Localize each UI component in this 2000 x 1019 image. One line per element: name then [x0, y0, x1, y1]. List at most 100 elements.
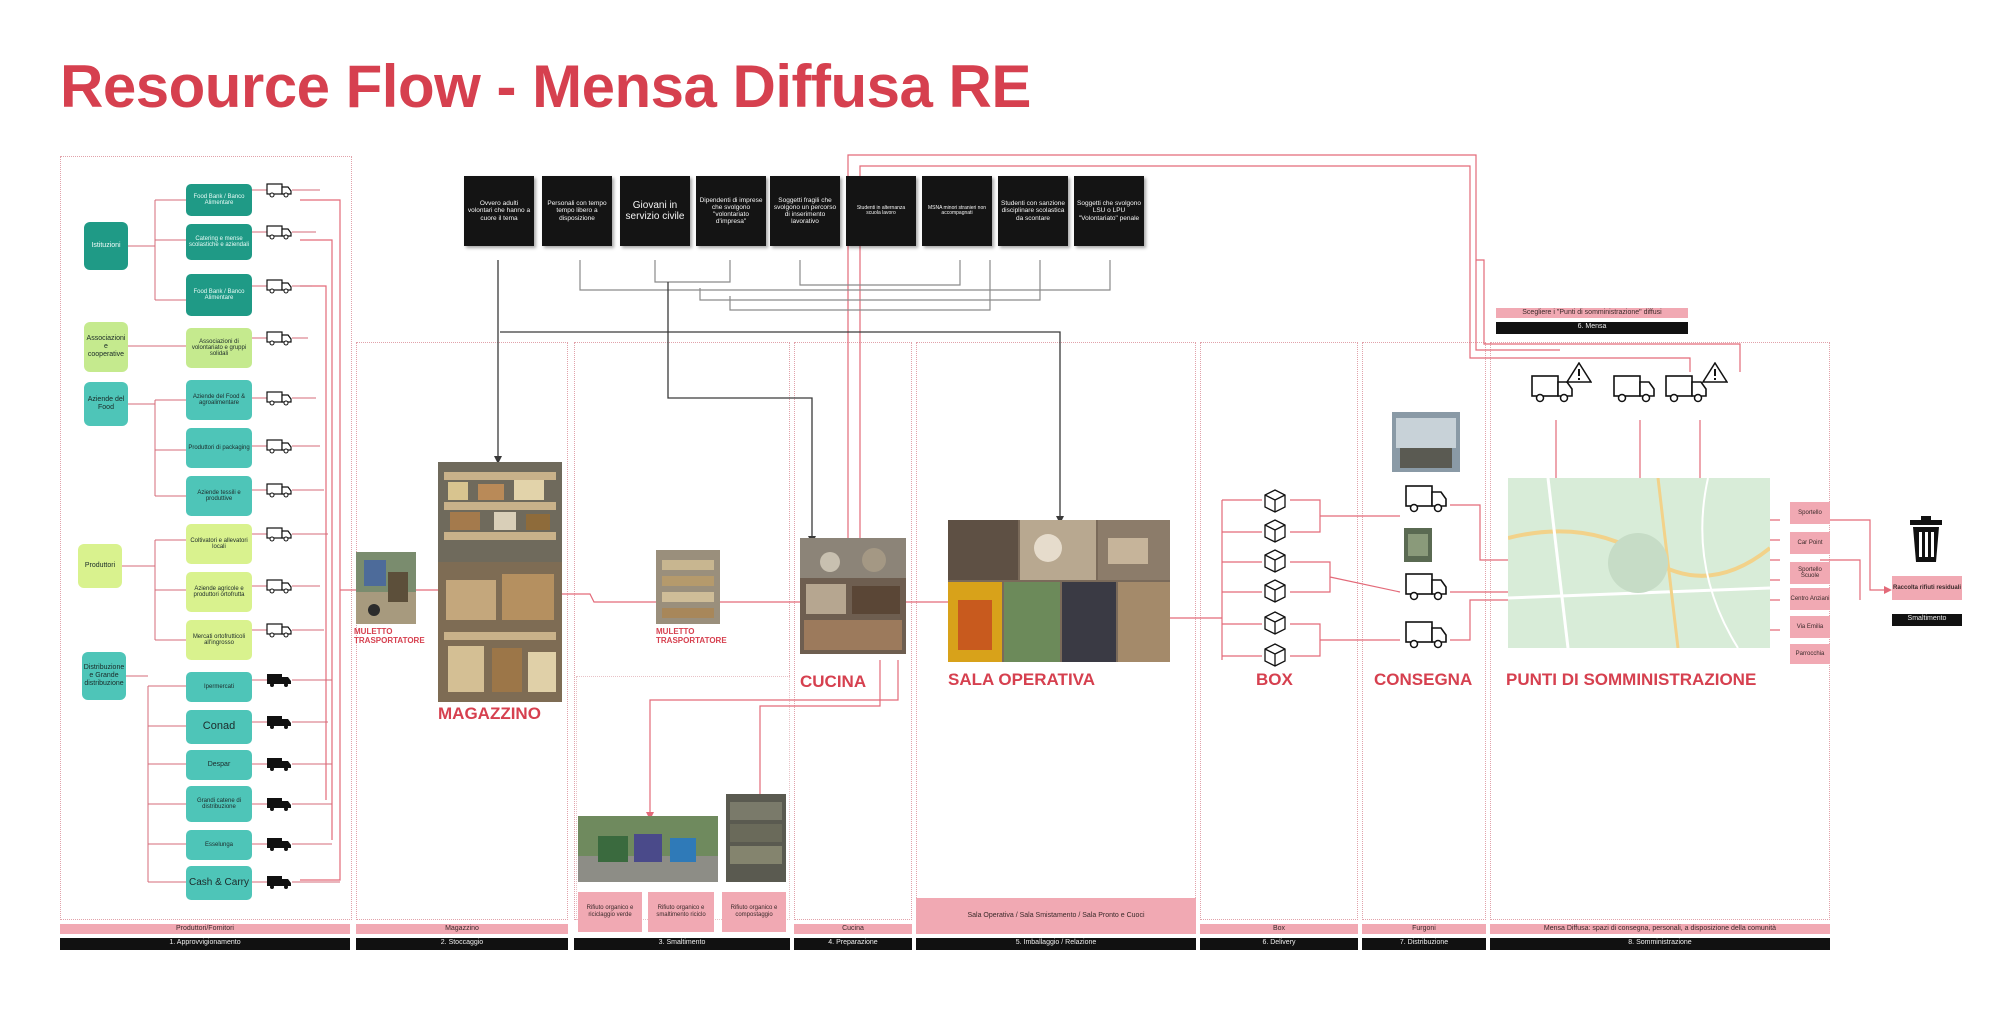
arrowhead-waste: [1884, 586, 1892, 594]
source-item: Cash & Carry: [186, 866, 252, 900]
source-connectors: [122, 189, 340, 883]
warning-truck-icon: [1565, 361, 1593, 389]
stage-consegna: CONSEGNA: [1374, 670, 1473, 689]
source-item: Food Bank / Banco Alimentare: [186, 274, 252, 316]
bottom-black-bar: 6. Delivery: [1200, 938, 1358, 950]
actor-card: MSNA minori stranieri non accompagnati: [922, 176, 992, 246]
actor-bracket-3: [799, 260, 961, 286]
source-item: Coltivatori e allevatori locali: [186, 524, 252, 564]
flow-cucina-waste-2: [759, 660, 881, 800]
actor-card: Soggetti fragili che svolgono un percors…: [770, 176, 840, 246]
bottom-black-bar: 7. Distribuzione: [1362, 938, 1486, 950]
trash-icon: [1908, 516, 1944, 564]
connector-icons-trunk: [292, 189, 340, 883]
connector-istituzioni: [128, 199, 186, 301]
arrowhead-magazzino: [494, 456, 502, 464]
source-item: Produttori di packaging: [186, 428, 252, 468]
panel-stoccaggio: [356, 342, 568, 920]
actor-to-sala: [500, 331, 1061, 520]
source-category: Istituzioni: [84, 222, 128, 270]
destination-point: Sportello: [1790, 502, 1830, 524]
muletto-photo: [356, 552, 416, 624]
source-item: Aziende agricole e produttori ortofrutta: [186, 572, 252, 612]
destination-point: Car Point: [1790, 532, 1830, 554]
source-item: Catering e mense scolastiche e aziendali: [186, 224, 252, 260]
actor-to-cucina: [667, 282, 813, 540]
actor-card: Soggetti che svolgono LSU o LPU "Volonta…: [1074, 176, 1144, 246]
connector-to-icons: [252, 189, 268, 883]
truck-icon: [1612, 372, 1656, 409]
actor-bracket-2: [654, 260, 731, 283]
cucina-photo: [800, 538, 906, 654]
truck-icon: [266, 482, 292, 503]
truck-icon: [266, 438, 292, 459]
truck-icon: [266, 330, 292, 351]
flow-source-trunk: [300, 199, 341, 881]
waste-tile: Rifiuto organico e riciclaggio verde: [578, 892, 642, 932]
actor-card: Dipendenti di imprese che svolgono "volo…: [696, 176, 766, 246]
muletto-label: MULETTO TRASPORTATORE: [354, 627, 425, 645]
waste-photo-1: [578, 816, 718, 882]
actor-bracket-4: [699, 260, 1041, 301]
sala-operativa-photo: [948, 520, 1170, 662]
bottom-pink-bar: Produttori/Fornitori: [60, 924, 350, 934]
truck-icon: [266, 526, 292, 547]
flow-cucina-waste: [649, 660, 899, 815]
truck-icon: [266, 278, 292, 299]
flow-top-loop-3: [1476, 259, 1741, 372]
box-icon: [1262, 518, 1288, 549]
stage-punti: PUNTI DI SOMMINISTRAZIONE: [1506, 670, 1757, 689]
source-item: Ipermercati: [186, 672, 252, 702]
bottom-black-bar: 4. Preparazione: [794, 938, 912, 950]
bottom-pink-bar: Mensa Diffusa: spazi di consegna, person…: [1490, 924, 1830, 934]
source-item: Associazioni di volontariato e gruppi so…: [186, 328, 252, 368]
box-icon: [1262, 610, 1288, 641]
truck-icon: [1404, 570, 1448, 607]
bottom-pink-bar: Box: [1200, 924, 1358, 934]
source-category: Aziende del Food: [84, 382, 128, 426]
bottom-pink-bar-sala: Sala Operativa / Sala Smistamento / Sala…: [916, 898, 1196, 934]
consegna-photo-small: [1404, 528, 1432, 562]
stage-sala-operativa: SALA OPERATIVA: [948, 670, 1096, 689]
stage-box: BOX: [1256, 670, 1293, 689]
truck-icon: [266, 756, 292, 777]
connector-distribuzione: [126, 675, 186, 883]
truck-icon: [266, 182, 292, 203]
source-item: Food Bank / Banco Alimentare: [186, 184, 252, 216]
top-tag-pink: Scegliere i "Punti di somministrazione" …: [1496, 308, 1688, 318]
actor-card: Studenti in alternanza scuola lavoro: [846, 176, 916, 246]
truck-icon: [266, 836, 292, 857]
actor-card: Giovani in servizio civile: [620, 176, 690, 246]
panel-box: [1200, 342, 1358, 920]
box-icon: [1262, 488, 1288, 519]
truck-icon: [266, 714, 292, 735]
muletto2-photo: [656, 550, 720, 624]
flow-to-waste: [1820, 519, 1890, 600]
truck-icon: [266, 578, 292, 599]
source-category: Distribuzione e Grande distribuzione: [82, 652, 126, 700]
actor-card: Studenti con sanzione disciplinare scola…: [998, 176, 1068, 246]
bottom-black-bar: 3. Smaltimento: [574, 938, 790, 950]
waste-tile: Rifiuto organico e compostaggio: [722, 892, 786, 932]
flow-box-fan: [1221, 499, 1262, 660]
consegna-photo: [1392, 412, 1460, 472]
flow-box-consegna: [1290, 499, 1401, 657]
source-item: Aziende del Food & agroalimentare: [186, 380, 252, 420]
connector-produttori: [122, 539, 186, 641]
destination-point: Via Emilia: [1790, 616, 1830, 638]
truck-icon: [266, 874, 292, 895]
actor-bracket-1: [579, 260, 1111, 291]
destination-point: Centro Anziani: [1790, 588, 1830, 610]
box-icon: [1262, 642, 1288, 673]
box-icon: [1262, 578, 1288, 609]
truck-icon: [266, 622, 292, 643]
muletto2-label: MULETTO TRASPORTATORE: [656, 627, 727, 645]
bottom-black-bar: 2. Stoccaggio: [356, 938, 568, 950]
truck-icon: [1664, 372, 1708, 409]
source-item: Aziende tessili e produttive: [186, 476, 252, 516]
bottom-black-bar: 5. Imballaggio / Relazione: [916, 938, 1196, 950]
connector-aziende: [128, 399, 186, 497]
panel-approvvigionamento: [60, 156, 352, 920]
stage-cucina: CUCINA: [800, 672, 867, 691]
actor-bracket-5: [729, 260, 991, 311]
